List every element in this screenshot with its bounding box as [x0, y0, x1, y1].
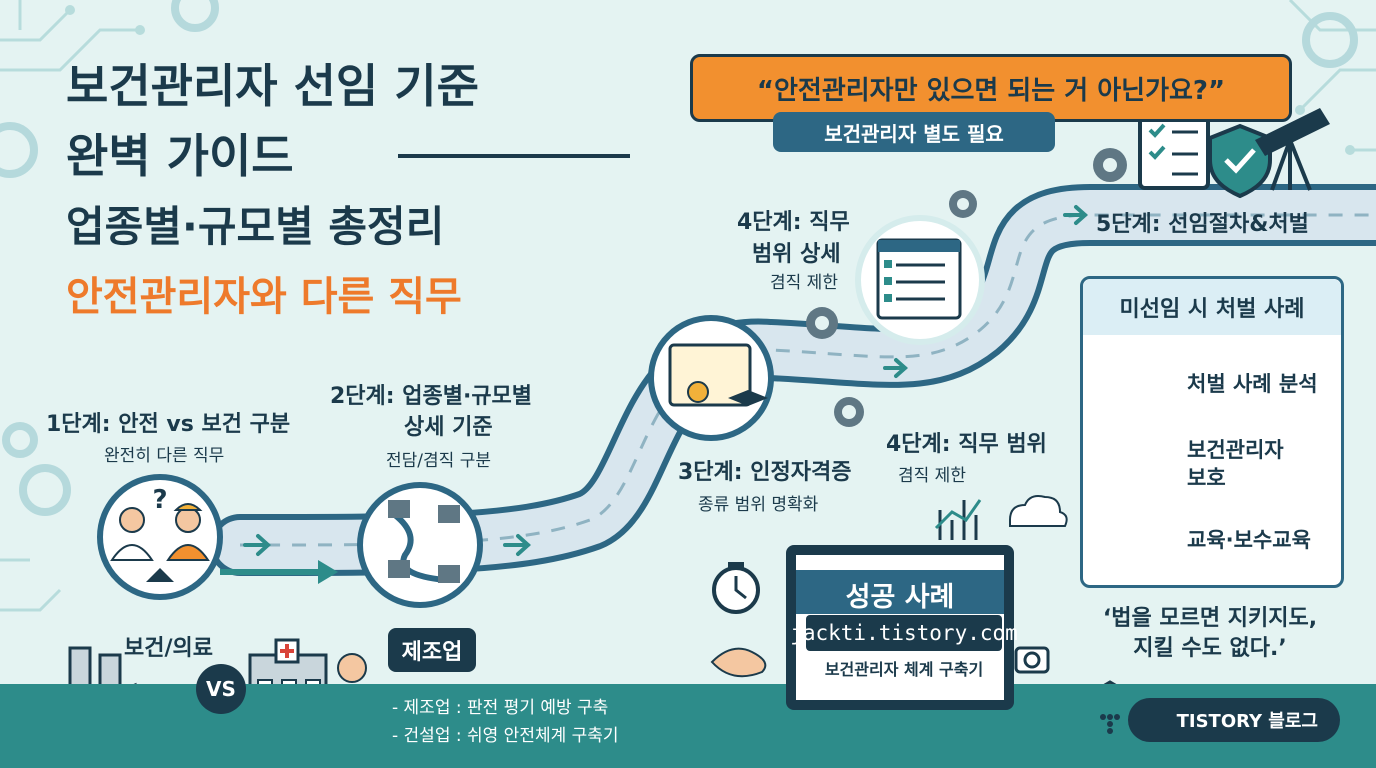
step4-subtitle-top: 겸직 제한 [770, 273, 838, 293]
step2-subtitle: 전담/겸직 구분 [386, 451, 491, 471]
penalty-panel-heading: 미선임 시 처벌 사례 [1083, 279, 1341, 335]
main-title-line2: 완벽 가이드 [66, 129, 294, 183]
main-title-line3: 업종별·규모별 총정리 [66, 202, 445, 251]
blog-url-link[interactable]: jackti.tistory.com [790, 615, 1018, 651]
tistory-logo-icon [1098, 712, 1122, 736]
quote-callout: “안전관리자만 있으면 되는 거 아닌가요?” [690, 54, 1292, 122]
main-title-subtitle: 안전관리자와 다른 직무 [66, 274, 462, 320]
step1-subtitle: 완전히 다른 직무 [104, 446, 225, 466]
manufacturing-bubble: 제조업 [388, 628, 476, 672]
saying-line2: 지킬 수도 없다.’ [1133, 635, 1287, 661]
step4-title: 4단계: 직무 범위 [886, 432, 1047, 457]
step4-title-top-line2: 범위 상세 [752, 242, 841, 267]
step5-title: 5단계: 선임절차&처벌 [1096, 212, 1309, 237]
step2-title-line2: 상세 기준 [404, 415, 493, 440]
penalty-item-protection: 보호 [1187, 466, 1226, 490]
saying-quote: ‘법을 모르면 지키지도, 지킬 수도 없다.’ [1090, 604, 1330, 663]
saying-line1: ‘법을 모르면 지키지도, [1102, 606, 1318, 631]
step3-title: 3단계: 인정자격증 [678, 460, 852, 485]
note-manufacturing: - 제조업 : 판전 평기 예방 구축 [392, 698, 609, 718]
penalty-item-analysis: 처벌 사례 분석 [1187, 372, 1318, 396]
step4-title-top: 4단계: 직무 [737, 210, 850, 235]
success-heading: 성공 사례 [845, 582, 955, 613]
vs-badge: VS [196, 664, 246, 714]
title-rule [398, 154, 630, 158]
note-construction: - 건설업 : 쉬영 안전체계 구축기 [392, 726, 619, 746]
success-caption: 보건관리자 체계 구축기 [824, 660, 984, 679]
step2-title: 2단계: 업종별·규모별 [330, 384, 533, 409]
penalty-item-education: 교육·보수교육 [1187, 528, 1311, 552]
penalty-item-manager: 보건관리자 [1187, 438, 1284, 462]
step1-title: 1단계: 안전 vs 보건 구분 [46, 412, 291, 437]
tistory-blog-badge[interactable]: TISTORY 블로그 [1128, 698, 1340, 742]
health-label: 보건/의료 [124, 636, 213, 661]
laptop-banner [796, 570, 1004, 614]
step4-subtitle: 겸직 제한 [898, 466, 966, 486]
quote-answer: 보건관리자 별도 필요 [773, 112, 1055, 152]
penalty-panel: 미선임 시 처벌 사례 처벌 사례 분석 보건관리자 보호 교육·보수교육 [1080, 276, 1344, 588]
svg-text:?: ? [152, 485, 167, 515]
step3-subtitle: 종류 범위 명확화 [698, 495, 819, 515]
main-title-line1: 보건관리자 선임 기준 [66, 59, 479, 113]
